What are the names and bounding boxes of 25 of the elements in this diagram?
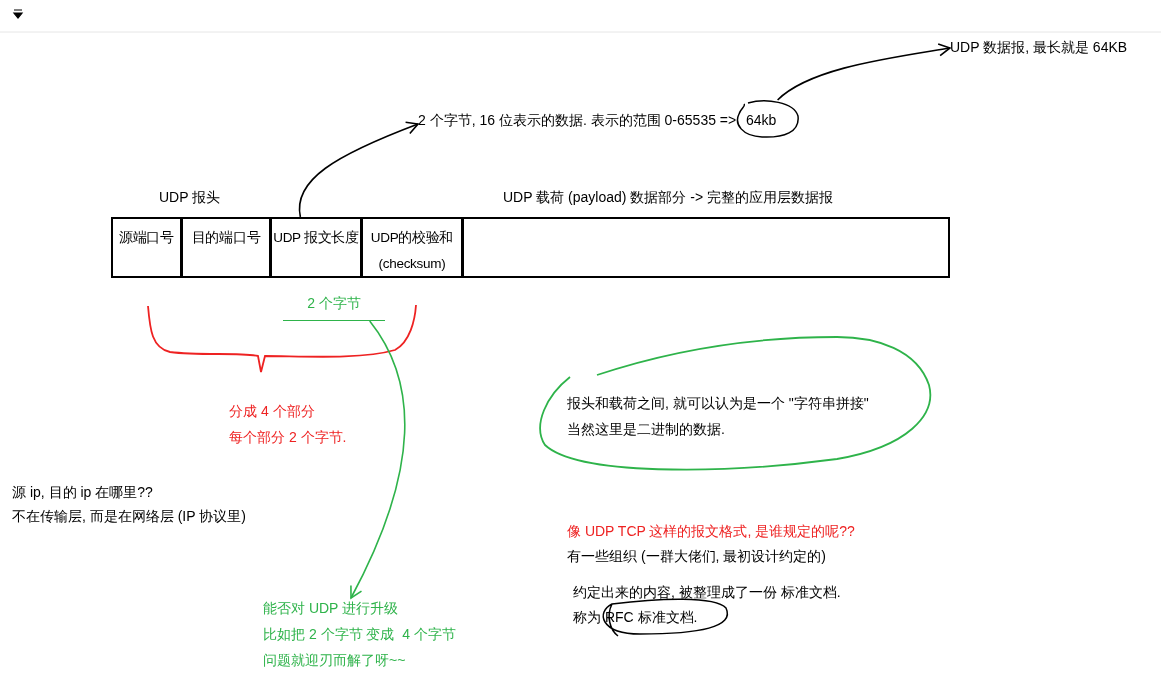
table-cell: 源端口号 [111, 217, 182, 278]
note-text: 当然这里是二进制的数据. [567, 420, 725, 439]
note-text: UDP 数据报, 最长就是 64KB [950, 37, 1128, 57]
note-text: 问题就迎刃而解了呀~~ [263, 651, 406, 670]
note-text: 每个部分 2 个字节. [229, 428, 347, 447]
note-text: 不在传输层, 而是在网络层 (IP 协议里) [12, 507, 246, 526]
note-text: 能否对 UDP 进行升级 [263, 599, 399, 618]
note-text: 分成 4 个部分 [229, 402, 315, 421]
underlined-text: 2 个字节 [283, 292, 385, 321]
circled-text: 64kb [736, 100, 800, 138]
note-text: 有一些组织 (一群大佬们, 最初设计约定的) [567, 547, 826, 566]
arrow [298, 121, 419, 218]
heading: UDP 载荷 (payload) 数据部分 -> 完整的应用层数据报 [503, 188, 833, 207]
table-cell: 目的端口号 [181, 217, 271, 278]
note-text: 2 个字节, 16 位表示的数据. 表示的范围 0-65535 => [418, 110, 737, 130]
note-text: 约定出来的内容, 被整理成了一份 标准文档. [573, 583, 841, 602]
note-text: 报头和载荷之间, 就可以认为是一个 "字符串拼接" [567, 394, 869, 413]
table-cell: UDP的校验和 (checksum) [361, 217, 463, 278]
arrow [349, 320, 406, 599]
note-text: 像 UDP TCP 这样的报文格式, 是谁规定的呢?? [567, 522, 855, 541]
arrow [776, 43, 951, 101]
table-cell: UDP 报文长度 [270, 217, 362, 278]
note-text: UDP 报头 [159, 188, 221, 207]
note-text: 源 ip, 目的 ip 在哪里?? [12, 483, 153, 502]
note-text: 比如把 2 个字节 变成 4 个字节 [263, 625, 456, 644]
